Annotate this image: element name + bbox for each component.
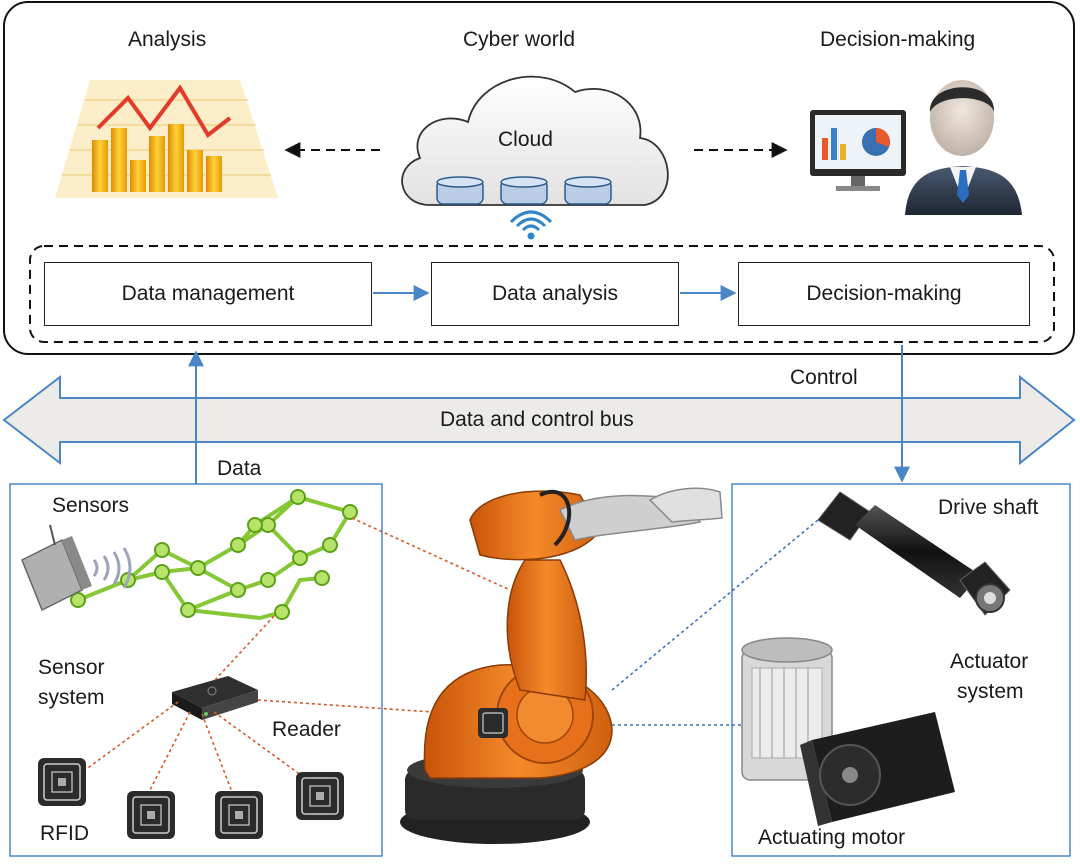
data-label: Data <box>217 457 262 480</box>
data-management-label: Data management <box>121 282 295 305</box>
drive-shaft-label: Drive shaft <box>938 496 1039 519</box>
analysis-chart-icon <box>55 80 278 198</box>
data-management-box: Data management <box>44 262 372 326</box>
data-analysis-box: Data analysis <box>431 262 679 326</box>
sensor-links <box>84 517 511 793</box>
actuator-system-frame <box>731 483 1071 857</box>
actuating-motor-label: Actuating motor <box>758 826 906 849</box>
businessman-icon <box>905 80 1022 215</box>
actuator-links <box>611 519 819 726</box>
actuating-motor-icon <box>741 637 955 826</box>
sensor-system-frame <box>9 483 383 857</box>
analysis-title: Analysis <box>128 28 207 51</box>
actuator-system-label-line2: system <box>957 680 1024 703</box>
rfid-tag-icons <box>38 758 344 839</box>
decision-making-box: Decision-making <box>738 262 1030 326</box>
bus-label: Data and control bus <box>440 408 634 431</box>
sensor-system-label-line1: Sensor <box>38 656 105 679</box>
wireless-signal-icon <box>509 210 553 240</box>
monitor-icon <box>810 110 906 191</box>
industrial-robot-icon <box>400 487 723 844</box>
decision-making-label: Decision-making <box>806 282 962 305</box>
drive-shaft-icon <box>817 491 1011 616</box>
database-icons <box>436 176 612 205</box>
sensor-system-label-line2: system <box>38 686 105 709</box>
sensor-network-icon <box>70 489 358 621</box>
cyber-world-title: Cyber world <box>463 28 576 51</box>
control-label: Control <box>790 366 858 389</box>
decision-title: Decision-making <box>820 28 976 51</box>
cloud-label: Cloud <box>498 128 553 151</box>
reader-label: Reader <box>272 718 341 741</box>
pipeline-dashed-frame <box>29 245 1055 343</box>
cloud-icon <box>401 75 669 240</box>
actuator-system-label-line1: Actuator <box>950 650 1029 673</box>
sensors-label: Sensors <box>52 494 130 517</box>
sensor-device-icon <box>21 524 132 612</box>
rfid-label: RFID <box>40 822 89 845</box>
data-analysis-label: Data analysis <box>491 282 619 305</box>
data-control-bus-arrow <box>2 374 1076 466</box>
